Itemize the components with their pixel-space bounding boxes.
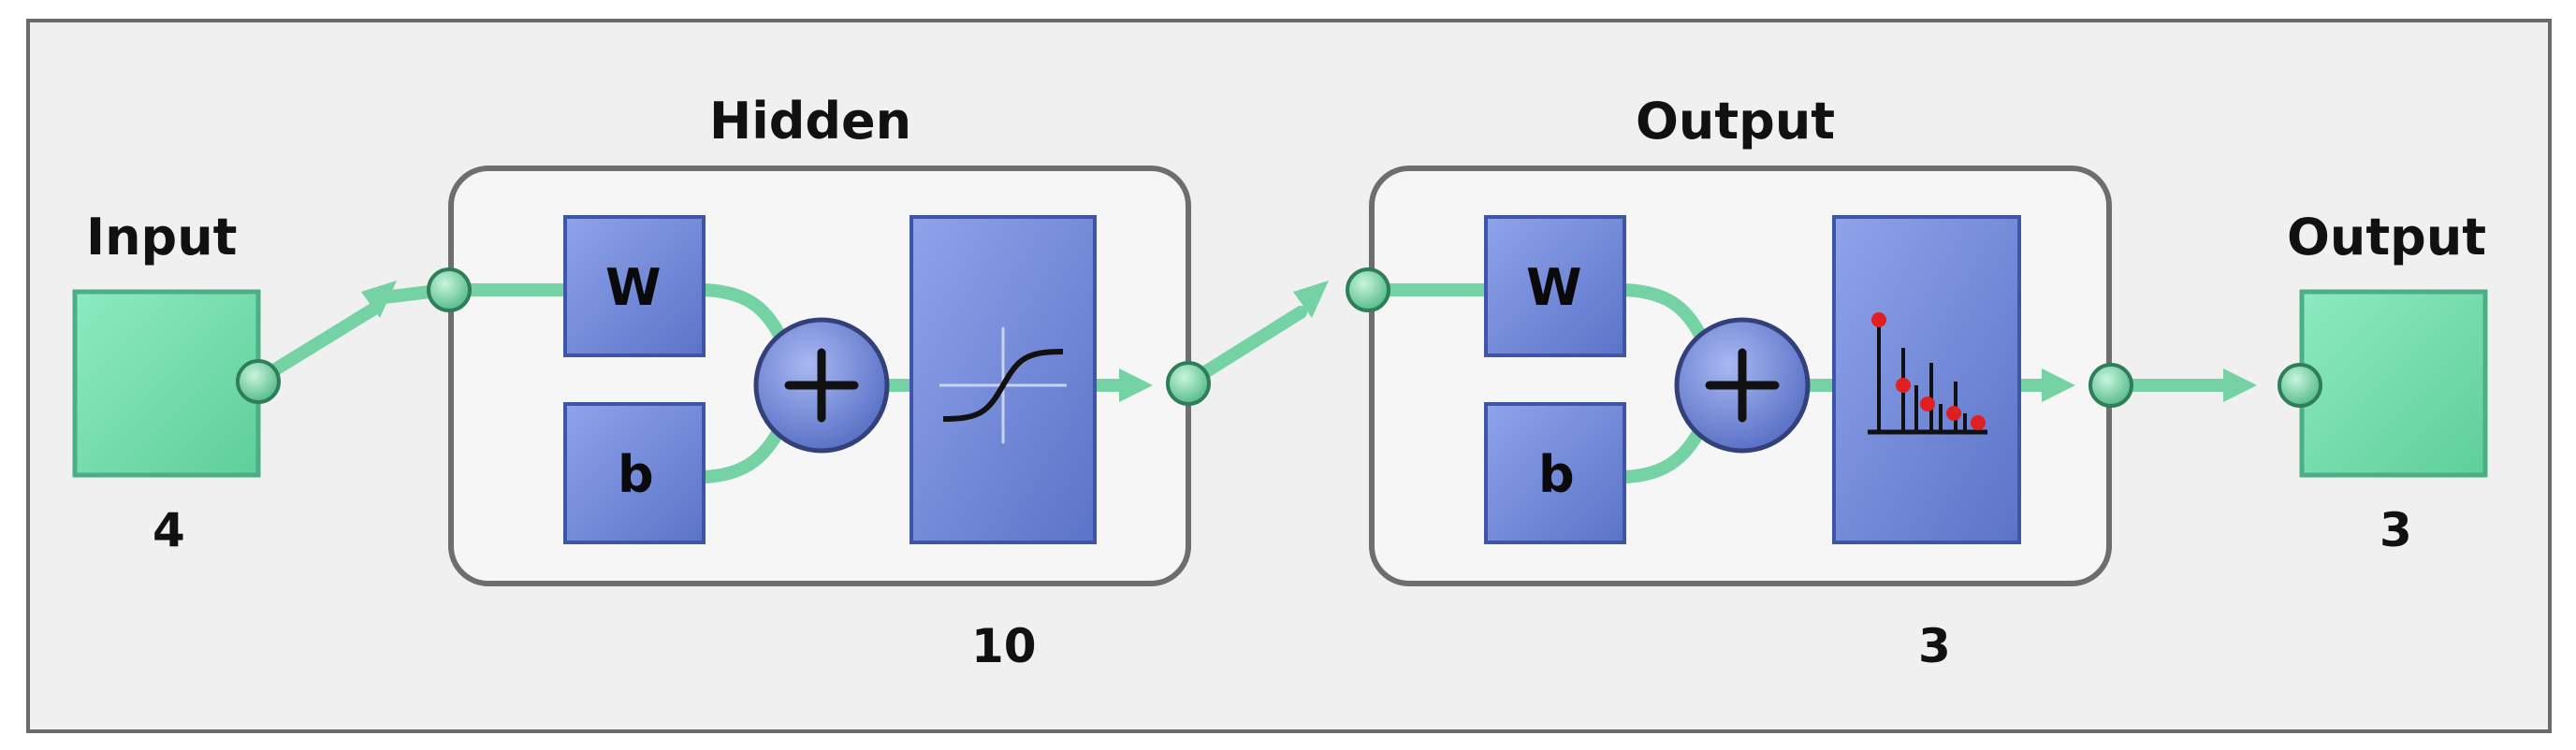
hidden-layer-title: Hidden [709, 92, 912, 151]
hidden-weight-block [563, 215, 706, 357]
plus-circle-icon [784, 348, 859, 423]
arrowheads [361, 281, 2257, 402]
diagram-panel [26, 19, 2552, 733]
tansig-sigmoid-icon [939, 327, 1067, 443]
hidden-bias-label: b [618, 445, 654, 504]
output-label: Output [2287, 208, 2487, 267]
output-size: 3 [2380, 503, 2412, 557]
hidden-layer-size: 10 [971, 619, 1037, 673]
output-weight-block [1484, 215, 1626, 357]
softmax-stem-plot-icon [1868, 312, 1987, 435]
output-bias-label: b [1538, 445, 1575, 504]
output-weight-label: W [1526, 258, 1582, 317]
input-label: Input [86, 208, 238, 267]
connection-dots [236, 267, 2322, 408]
output-layer-size: 3 [1918, 619, 1951, 673]
output-node [2299, 289, 2488, 478]
input-node [72, 289, 261, 478]
hidden-weight-label: W [605, 258, 662, 317]
output-transfer-block [1832, 215, 2021, 544]
input-size: 4 [153, 503, 185, 557]
plus-circle-icon [1705, 348, 1780, 423]
output-layer-title: Output [1636, 92, 1836, 151]
hidden-bias-block [563, 402, 706, 544]
output-bias-block [1484, 402, 1626, 544]
